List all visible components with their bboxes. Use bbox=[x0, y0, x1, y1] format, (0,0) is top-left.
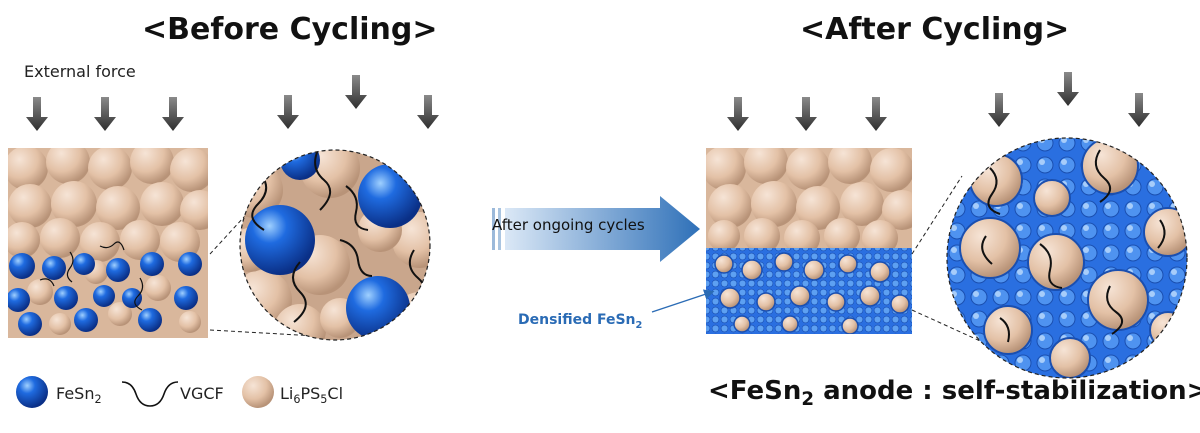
before-composite-block bbox=[8, 148, 208, 338]
after-cycling-title: <After Cycling> bbox=[800, 12, 1070, 47]
force-arrows-right bbox=[727, 72, 1150, 131]
legend-lpsc-swatch bbox=[242, 376, 274, 408]
densified-subscript: 2 bbox=[635, 319, 643, 331]
after-composite-block bbox=[706, 148, 912, 334]
legend-fesn2-text: FeSn bbox=[56, 384, 95, 403]
legend-vgcf-swatch bbox=[121, 381, 179, 407]
before-zoom-circle bbox=[239, 149, 431, 341]
legend-fesn2-swatch bbox=[16, 376, 48, 408]
after-zoom-circle bbox=[946, 137, 1188, 379]
bottom-title-subscript: 2 bbox=[801, 389, 815, 411]
self-stabilization-title: <FeSn2 anode : self-stabilization> bbox=[708, 376, 1200, 410]
legend-fesn2-label: FeSn2 bbox=[56, 384, 102, 406]
before-cycling-title: <Before Cycling> bbox=[142, 12, 438, 47]
densified-text: Densified FeSn bbox=[518, 312, 636, 328]
legend-lpsc-b: PS bbox=[300, 384, 321, 403]
transition-arrow bbox=[492, 196, 700, 262]
densified-pointer bbox=[651, 289, 715, 313]
bottom-title-prefix: <FeSn bbox=[708, 376, 802, 406]
force-arrows-left bbox=[26, 75, 439, 131]
legend-lpsc-sub2: 5 bbox=[320, 393, 328, 407]
legend-fesn2-sub: 2 bbox=[94, 393, 102, 407]
legend-graphics bbox=[16, 376, 274, 408]
legend-lpsc-c: Cl bbox=[327, 384, 344, 403]
legend-lpsc-sub1: 6 bbox=[293, 393, 301, 407]
bottom-title-suffix: anode : self-stabilization> bbox=[814, 376, 1200, 406]
transition-arrow-label: After ongoing cycles bbox=[492, 216, 645, 234]
legend-vgcf-label: VGCF bbox=[180, 384, 224, 403]
densified-fesn2-label: Densified FeSn2 bbox=[518, 312, 642, 331]
legend-lpsc-a: Li bbox=[280, 384, 294, 403]
external-force-label: External force bbox=[24, 62, 136, 81]
legend-lpsc-label: Li6PS5Cl bbox=[280, 384, 343, 406]
